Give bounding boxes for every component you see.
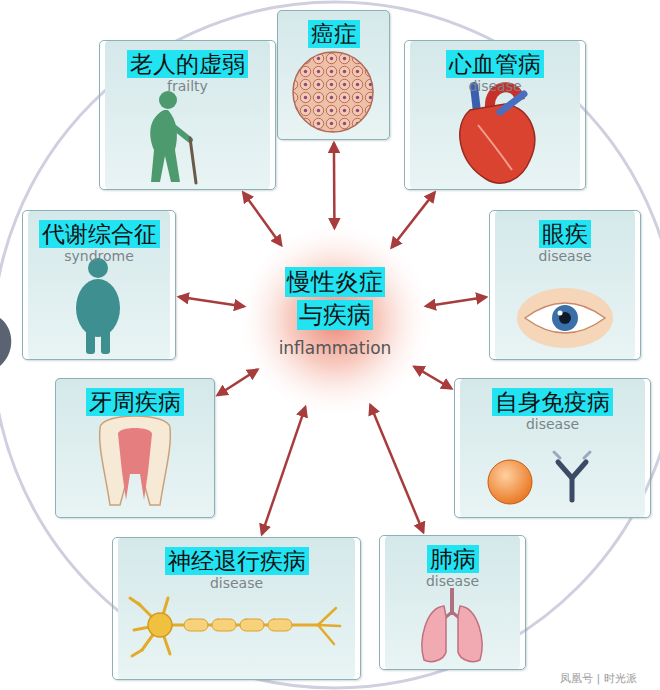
highlight-label: 心血管病: [446, 50, 544, 78]
english-label: frailty: [100, 78, 275, 94]
ocular-box: 眼疾disease: [489, 210, 641, 360]
english-label: disease: [113, 575, 360, 591]
eye-icon: [517, 288, 613, 348]
highlight-label: 自身免疫病: [492, 388, 613, 416]
double-arrow: [392, 192, 435, 247]
highlight-label: 肺病: [427, 545, 479, 573]
highlight-label: 眼疾: [539, 220, 591, 248]
english-label: disease: [405, 78, 585, 94]
edge-crescent: [0, 318, 11, 366]
double-arrow: [243, 192, 281, 245]
double-arrow: [414, 367, 451, 389]
double-arrow: [333, 143, 336, 228]
highlight-label: 慢性炎症 与疾病: [285, 267, 385, 330]
pulmonary-box: 肺病disease: [379, 535, 526, 670]
frailty-box: 老人的虚弱frailty: [99, 40, 276, 190]
english-label: disease: [490, 248, 640, 264]
double-arrow: [179, 297, 244, 307]
highlight-label: 代谢综合征: [39, 220, 160, 248]
double-arrow: [262, 407, 305, 534]
english-label: syndrome: [23, 248, 175, 264]
english-label: disease: [455, 416, 650, 432]
inflammation-glow: [235, 220, 435, 420]
double-arrow: [370, 405, 423, 532]
double-arrow: [426, 297, 486, 306]
highlight-label: 神经退行疾病: [165, 547, 309, 575]
obese-figure-icon: [76, 258, 120, 354]
cancer-box: 癌症: [277, 10, 390, 140]
heart-icon: [460, 86, 535, 183]
metabolic-box: 代谢综合征syndrome: [22, 210, 176, 360]
elderly-icon: [150, 91, 196, 183]
watermark: 凤凰号 | 时光派: [560, 672, 637, 686]
highlight-label: 癌症: [308, 20, 360, 48]
english-label: inflammation: [275, 338, 395, 358]
english-label: disease: [380, 573, 525, 589]
tumor-icon: [293, 52, 373, 132]
neuron-icon: [130, 598, 340, 656]
highlight-label: 老人的虚弱: [127, 50, 248, 78]
immune-cell-icon: [488, 452, 590, 504]
box-fills: [28, 10, 645, 680]
tooth-icon: [100, 416, 171, 505]
cardio-box: 心血管病disease: [404, 40, 586, 190]
autoimmune-box: 自身免疫病disease: [454, 378, 651, 518]
periodontal-box: 牙周疾病: [55, 378, 215, 518]
inflammation-hub: 慢性炎症 与疾病 inflammation: [245, 232, 425, 408]
neuro-box: 神经退行疾病disease: [112, 537, 361, 680]
double-arrow: [218, 370, 258, 396]
lungs-icon: [422, 588, 482, 662]
highlight-label: 牙周疾病: [86, 388, 184, 416]
